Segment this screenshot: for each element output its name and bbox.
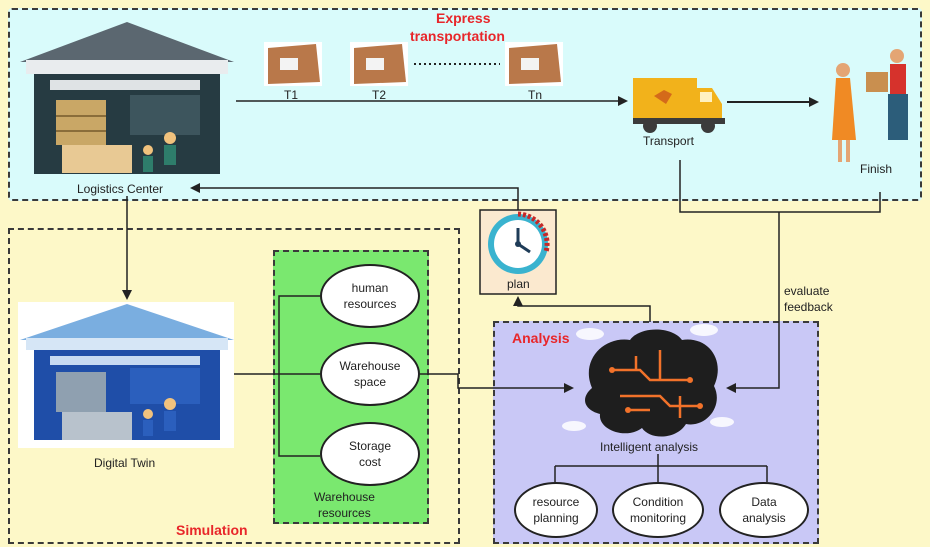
resource-line1: Storage: [348, 439, 392, 453]
clock-icon: [488, 211, 550, 274]
resource-line2: cost: [358, 455, 381, 469]
resource-line1: human: [351, 281, 389, 295]
plan-label: plan: [507, 277, 530, 291]
parcel-box-tn-icon: [505, 42, 563, 86]
output-condition-monitoring: Condition monitoring: [612, 482, 704, 538]
output-line2: planning: [533, 511, 579, 525]
parcel-box-t2-icon: [350, 42, 408, 86]
express-title-line1: Express: [436, 10, 491, 26]
intelligent-analysis-label: Intelligent analysis: [600, 440, 699, 454]
output-line1: Data: [751, 495, 777, 509]
warehouse-resources-label-line1: Warehouse: [314, 490, 375, 504]
analysis-title: Analysis: [512, 330, 570, 346]
brain-icon: [585, 329, 718, 437]
simulation-panel: [8, 228, 460, 544]
express-title-line2: transportation: [410, 28, 505, 44]
resource-human-resources: human resources: [320, 264, 420, 328]
box-label-t1: T1: [284, 88, 299, 102]
output-line1: resource: [532, 495, 580, 509]
simulation-title: Simulation: [176, 522, 248, 538]
output-line2: analysis: [742, 511, 786, 525]
transport-label: Transport: [643, 134, 694, 148]
output-line2: monitoring: [629, 511, 687, 525]
box-label-t2: T2: [372, 88, 387, 102]
digital-twin-label: Digital Twin: [94, 456, 156, 470]
parcel-box-t1-icon: [264, 42, 322, 86]
finish-label: Finish: [860, 162, 893, 176]
resource-storage-cost: Storage cost: [320, 422, 420, 486]
resource-line2: space: [353, 375, 386, 389]
output-line1: Condition: [632, 495, 684, 509]
evaluate-feedback-line1: evaluate: [784, 284, 830, 298]
delivery-truck-icon: [633, 78, 725, 133]
output-data-analysis: Data analysis: [719, 482, 809, 538]
digital-twin-warehouse-icon: [18, 302, 234, 448]
logistics-center-warehouse-icon: [20, 22, 234, 174]
output-resource-planning: resource planning: [514, 482, 598, 538]
resource-warehouse-space: Warehouse space: [320, 342, 420, 406]
delivery-handover-icon: [832, 49, 908, 162]
resource-line1: Warehouse: [339, 359, 401, 373]
cloud-decoration: [562, 324, 734, 431]
warehouse-resources-label-line2: resources: [318, 506, 371, 520]
resource-line2: resources: [343, 297, 397, 311]
box-label-tn: Tn: [528, 88, 543, 102]
evaluate-feedback-line2: feedback: [784, 300, 833, 314]
logistics-center-label: Logistics Center: [77, 182, 164, 196]
